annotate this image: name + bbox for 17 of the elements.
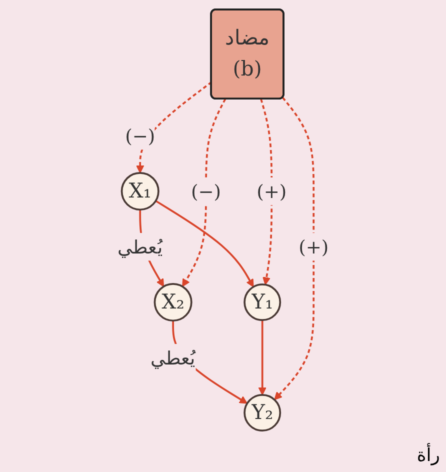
text-fragment: رأة: [416, 445, 440, 466]
edge-label: (−): [125, 124, 156, 147]
node-circle: X₁: [120, 172, 160, 211]
node-circle: X₂: [154, 283, 192, 322]
arrow: [136, 81, 212, 174]
arrow: [274, 97, 315, 400]
edge-label: (+): [256, 180, 287, 202]
node-circle: Y₁: [244, 284, 282, 322]
arrow: [155, 200, 254, 288]
edge-label: (−): [190, 180, 222, 202]
arrow: [182, 98, 226, 287]
arrow: [260, 98, 273, 286]
arrow: [258, 320, 266, 396]
node-circle: Y₂: [244, 394, 282, 432]
edge-label: (+): [298, 236, 329, 258]
edge-label: يُعطي: [150, 346, 196, 369]
edge-label: يُعطي: [117, 236, 163, 258]
